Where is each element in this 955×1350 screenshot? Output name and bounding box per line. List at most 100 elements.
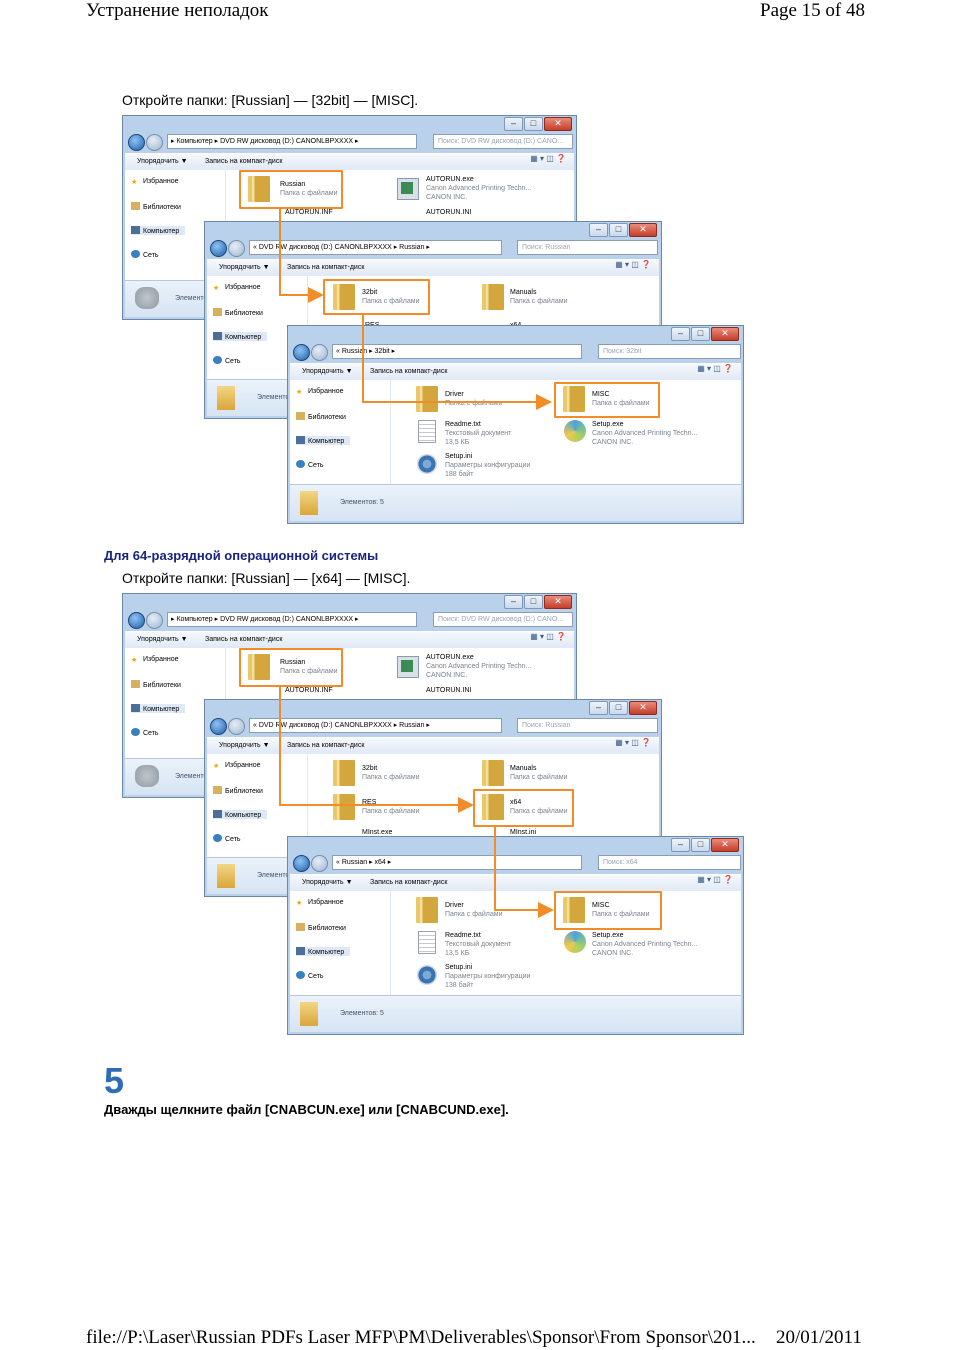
back-button[interactable] (210, 240, 227, 257)
nav-favorites[interactable]: ★Избранное (296, 388, 344, 396)
minimize-icon[interactable]: – (671, 327, 690, 341)
maximize-icon[interactable]: □ (691, 838, 710, 852)
back-button[interactable] (128, 134, 145, 151)
nav-computer[interactable]: Компьютер (131, 226, 186, 235)
nav-libraries[interactable]: Библиотеки (131, 202, 181, 211)
view-icon[interactable]: ▦ ▾ ◫ ❓ (697, 875, 733, 884)
view-icon[interactable]: ▦ ▾ ◫ ❓ (615, 738, 651, 747)
nav-network[interactable]: Сеть (131, 250, 159, 259)
address-bar[interactable]: « Russian ▸ x64 ▸ (332, 855, 582, 870)
forward-button[interactable] (311, 344, 328, 361)
file-autorun-ini[interactable]: AUTORUN.INI (426, 687, 472, 694)
nav-network[interactable]: Сеть (131, 728, 159, 737)
maximize-icon[interactable]: □ (609, 223, 628, 237)
address-bar[interactable]: ▸ Компьютер ▸ DVD RW дисковод (D:) CANON… (167, 612, 417, 627)
nav-favorites[interactable]: ★Избранное (296, 899, 344, 907)
back-button[interactable] (293, 855, 310, 872)
nav-computer[interactable]: Компьютер (131, 704, 186, 713)
burn-button[interactable]: Запись на компакт-диск (287, 264, 365, 271)
forward-button[interactable] (146, 612, 163, 629)
search-input[interactable]: Поиск: Russian (517, 240, 658, 255)
window-controls[interactable]: –□✕ (589, 223, 657, 237)
nav-libraries[interactable]: Библиотеки (213, 786, 263, 795)
maximize-icon[interactable]: □ (524, 595, 543, 609)
nav-computer[interactable]: Компьютер (296, 947, 351, 956)
forward-button[interactable] (228, 240, 245, 257)
search-input[interactable]: Поиск: DVD RW дисковод (D:) CANO... (433, 612, 573, 627)
view-icon[interactable]: ▦ ▾ ◫ ❓ (615, 260, 651, 269)
back-button[interactable] (128, 612, 145, 629)
file-autorun-inf[interactable]: AUTORUN.INF (285, 687, 333, 694)
nav-favorites[interactable]: ★Избранное (213, 762, 261, 770)
forward-button[interactable] (228, 718, 245, 735)
minimize-icon[interactable]: – (589, 701, 608, 715)
window-controls[interactable]: –□✕ (671, 838, 739, 852)
file-autorun-ini[interactable]: AUTORUN.INI (426, 209, 472, 216)
minimize-icon[interactable]: – (589, 223, 608, 237)
close-icon[interactable]: ✕ (629, 701, 657, 715)
burn-button[interactable]: Запись на компакт-диск (205, 158, 283, 165)
burn-button[interactable]: Запись на компакт-диск (370, 879, 448, 886)
close-icon[interactable]: ✕ (544, 595, 572, 609)
nav-computer[interactable]: Компьютер (213, 332, 268, 341)
view-icon[interactable]: ▦ ▾ ◫ ❓ (697, 364, 733, 373)
back-button[interactable] (210, 718, 227, 735)
nav-libraries[interactable]: Библиотеки (296, 412, 346, 421)
window-controls[interactable]: –□✕ (504, 595, 572, 609)
organize-button[interactable]: Упорядочить ▼ (137, 636, 188, 643)
organize-button[interactable]: Упорядочить ▼ (302, 368, 353, 375)
nav-favorites[interactable]: ★Избранное (213, 284, 261, 292)
close-icon[interactable]: ✕ (544, 117, 572, 131)
nav-network[interactable]: Сеть (296, 460, 324, 469)
nav-favorites[interactable]: ★Избранное (131, 178, 179, 186)
view-icon[interactable]: ▦ ▾ ◫ ❓ (530, 154, 566, 163)
window-controls[interactable]: –□✕ (589, 701, 657, 715)
organize-button[interactable]: Упорядочить ▼ (137, 158, 188, 165)
close-icon[interactable]: ✕ (629, 223, 657, 237)
search-input[interactable]: Поиск: DVD RW дисковод (D:) CANO... (433, 134, 573, 149)
organize-button[interactable]: Упорядочить ▼ (219, 264, 270, 271)
file-minst-ini[interactable]: MInst.ini (510, 829, 537, 836)
address-bar[interactable]: « DVD RW дисковод (D:) CANONLBPXXXX ▸ Ru… (249, 240, 502, 255)
burn-button[interactable]: Запись на компакт-диск (205, 636, 283, 643)
nav-network[interactable]: Сеть (296, 971, 324, 980)
address-bar[interactable]: « Russian ▸ 32bit ▸ (332, 344, 582, 359)
file-autorun-inf[interactable]: AUTORUN.INF (285, 209, 333, 216)
view-icon[interactable]: ▦ ▾ ◫ ❓ (530, 632, 566, 641)
minimize-icon[interactable]: – (504, 117, 523, 131)
window-controls[interactable]: –□✕ (504, 117, 572, 131)
forward-button[interactable] (311, 855, 328, 872)
address-bar[interactable]: ▸ Компьютер ▸ DVD RW дисковод (D:) CANON… (167, 134, 417, 149)
nav-libraries[interactable]: Библиотеки (296, 923, 346, 932)
maximize-icon[interactable]: □ (609, 701, 628, 715)
minimize-icon[interactable]: – (504, 595, 523, 609)
close-icon[interactable]: ✕ (711, 327, 739, 341)
forward-button[interactable] (146, 134, 163, 151)
address-bar[interactable]: « DVD RW дисковод (D:) CANONLBPXXXX ▸ Ru… (249, 718, 502, 733)
organize-button[interactable]: Упорядочить ▼ (219, 742, 270, 749)
search-input[interactable]: Поиск: 32bit (598, 344, 741, 359)
nav-network[interactable]: Сеть (213, 834, 241, 843)
organize-button[interactable]: Упорядочить ▼ (302, 879, 353, 886)
window-controls[interactable]: –□✕ (671, 327, 739, 341)
nav-computer[interactable]: Компьютер (296, 436, 351, 445)
search-input[interactable]: Поиск: x64 (598, 855, 741, 870)
nav-network[interactable]: Сеть (213, 356, 241, 365)
